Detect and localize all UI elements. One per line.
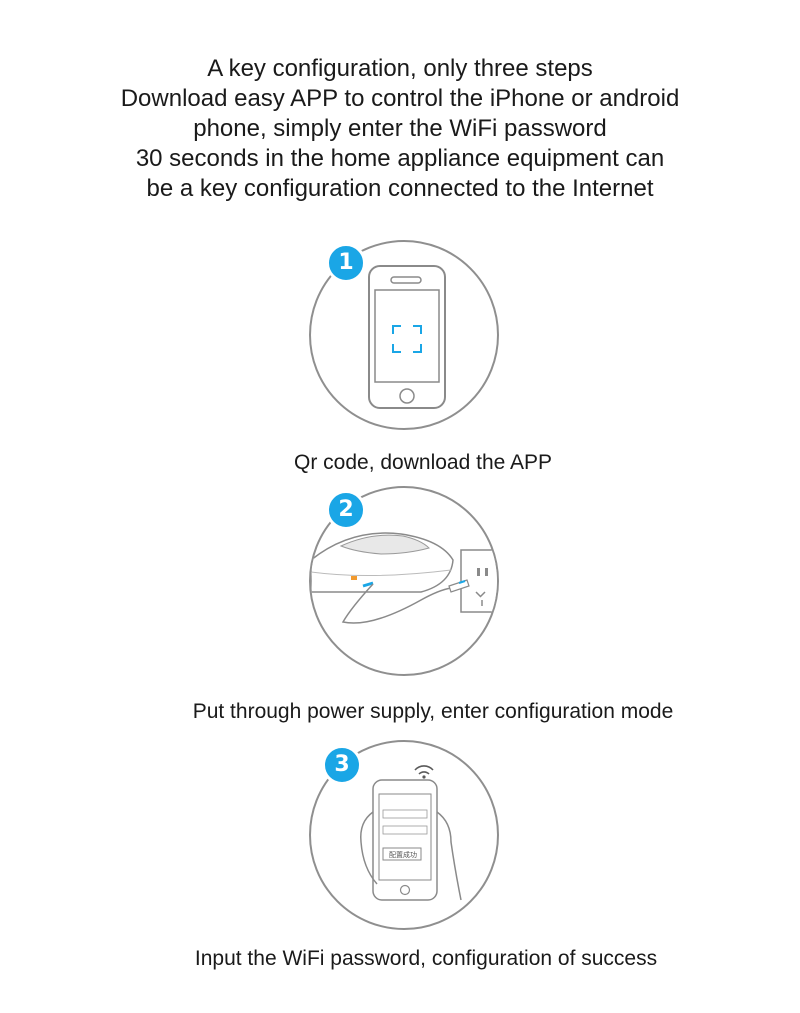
intro-line-2: Download easy APP to control the iPhone …	[120, 85, 680, 112]
step-2-illustration	[309, 486, 499, 676]
phone-qr-scan-icon	[368, 265, 446, 409]
step-2-number-badge: 2	[326, 490, 366, 530]
intro-line-4: 30 seconds in the home appliance equipme…	[135, 145, 665, 172]
step-3-number-badge: 3	[322, 745, 362, 785]
success-button-label: 配置成功	[389, 851, 417, 859]
intro-line-1: A key configuration, only three steps	[207, 55, 593, 82]
intro-line-5: be a key configuration connected to the …	[146, 175, 654, 202]
intro-text: A key configuration, only three steps Do…	[0, 54, 800, 204]
device-plugged-in-icon	[311, 532, 497, 624]
step-1-illustration	[309, 240, 499, 430]
step-3-caption: Input the WiFi password, configuration o…	[194, 947, 658, 970]
step-1-number-badge: 1	[326, 243, 366, 283]
intro-line-3: phone, simply enter the WiFi password	[193, 115, 607, 142]
hand-holding-phone-icon	[360, 765, 462, 901]
step-2-caption: Put through power supply, enter configur…	[192, 700, 674, 723]
step-1-caption: Qr code, download the APP	[294, 451, 552, 474]
